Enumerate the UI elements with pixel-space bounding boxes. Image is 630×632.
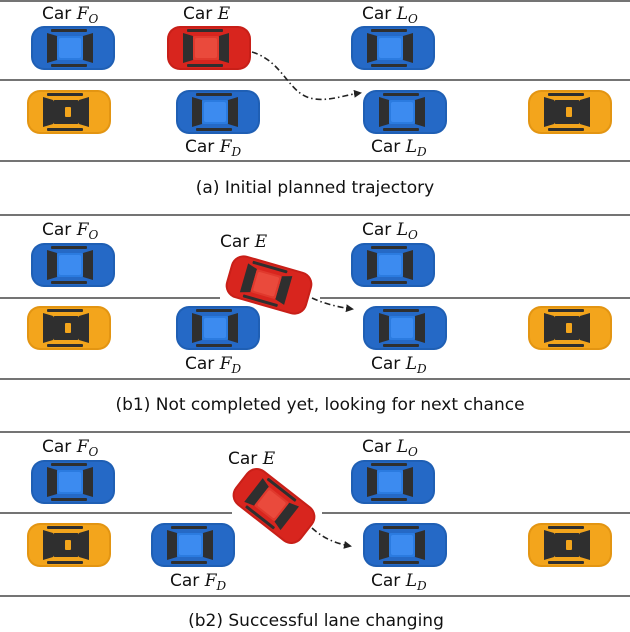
caption-b1: (b1) Not completed yet, looking for next… [115,395,524,415]
label-car-e: Car E [220,232,268,252]
label-car-fo: Car FO [42,4,98,26]
car-lo [351,460,435,504]
car-lo [351,26,435,70]
label-car-fd: Car FD [170,571,226,593]
car-yellow-left [27,306,111,350]
label-car-ld: Car LD [371,571,427,593]
label-car-ld: Car LD [371,137,427,159]
car-lo [351,243,435,287]
label-car-lo: Car LO [362,4,418,26]
car-ld [363,90,447,134]
caption-a: (a) Initial planned trajectory [196,178,434,198]
car-fo [31,243,115,287]
car-yellow-left [27,523,111,567]
planned-trajectory [311,297,354,313]
label-car-fo: Car FO [42,437,98,459]
label-car-fd: Car FD [185,137,241,159]
caption-b2: (b2) Successful lane changing [188,611,444,631]
car-fo [31,460,115,504]
car-yellow-left [27,90,111,134]
car-ld [363,306,447,350]
label-car-fo: Car FO [42,220,98,242]
car-e [227,462,321,550]
car-yellow-right [528,90,612,134]
label-car-e: Car E [228,449,276,469]
car-fd [151,523,235,567]
car-fo [31,26,115,70]
car-ld [363,523,447,567]
planned-trajectory [311,527,352,549]
car-fd [176,306,260,350]
panel-a: Car FO Car E Car LO Car FD Car LD (a) In… [0,0,630,198]
label-car-ld: Car LD [371,354,427,376]
label-car-e: Car E [183,4,231,24]
planned-trajectory [251,51,362,101]
label-car-lo: Car LO [362,437,418,459]
car-yellow-right [528,306,612,350]
car-yellow-right [528,523,612,567]
panel-b1: Car FO Car E Car LO Car FD Car LD (b1) N… [0,214,630,415]
label-car-fd: Car FD [185,354,241,376]
label-car-lo: Car LO [362,220,418,242]
panel-b2: Car FO Car E Car LO Car FD Car LD (b2) S… [0,431,630,631]
car-e [167,26,251,70]
car-fd [176,90,260,134]
